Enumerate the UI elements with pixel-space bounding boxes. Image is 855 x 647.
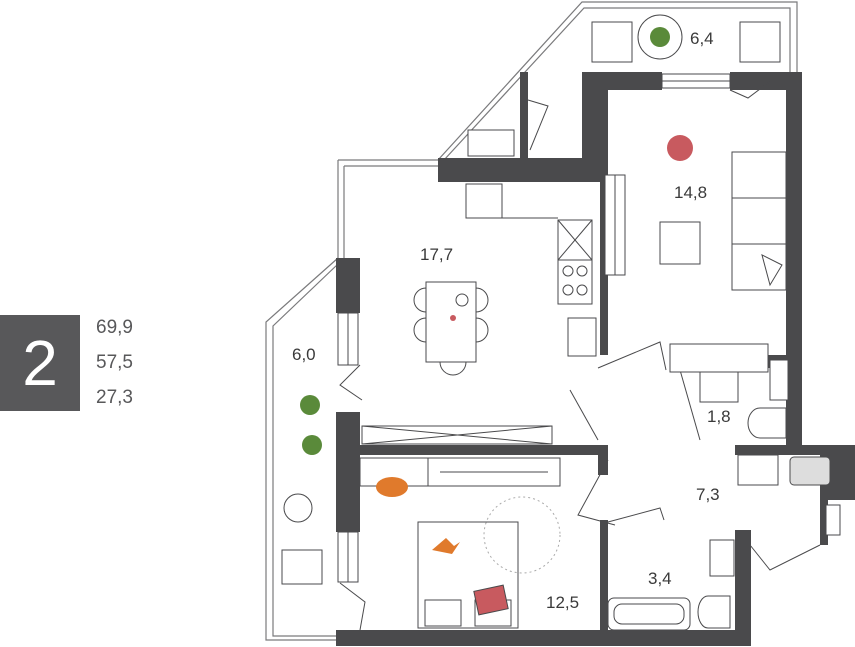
room-area-bathroom: 3,4 bbox=[648, 569, 672, 588]
total-area: 69,9 bbox=[96, 317, 133, 338]
loggia-outlines bbox=[265, 1, 798, 641]
windows bbox=[337, 73, 731, 583]
room-area-kitchen-living: 17,7 bbox=[420, 245, 453, 264]
armchair-icon bbox=[739, 21, 781, 63]
room-area-bathroom-small: 1,8 bbox=[707, 407, 731, 426]
kitchen-area: 27,3 bbox=[96, 387, 133, 408]
room-count-badge: 2 bbox=[0, 315, 80, 411]
armchair-icon bbox=[281, 549, 323, 585]
bathroom-fixtures bbox=[607, 454, 841, 631]
chair-icon bbox=[376, 477, 408, 497]
rug bbox=[483, 496, 561, 574]
lamp-icon bbox=[667, 135, 693, 161]
pillow-icon bbox=[761, 254, 783, 287]
plant-icon bbox=[300, 395, 320, 415]
table-icon bbox=[283, 493, 313, 523]
armchair-icon bbox=[591, 21, 633, 63]
doors bbox=[339, 79, 821, 631]
room-area-loggia-left: 6,0 bbox=[292, 345, 316, 364]
room-area-bedroom-bottom: 12,5 bbox=[546, 593, 579, 612]
cat-icon bbox=[432, 538, 460, 554]
room-area-bedroom-top: 14,8 bbox=[674, 183, 707, 202]
decor bbox=[281, 14, 781, 585]
walls bbox=[336, 72, 855, 646]
plant-icon bbox=[650, 27, 670, 47]
pillow-red-icon bbox=[473, 584, 509, 616]
bedroom-top-furniture bbox=[659, 151, 789, 439]
decor-dot bbox=[450, 315, 456, 321]
room-count: 2 bbox=[22, 327, 58, 399]
living-area: 57,5 bbox=[96, 352, 133, 373]
kitchen-furniture bbox=[361, 183, 597, 445]
room-area-hall: 7,3 bbox=[696, 485, 720, 504]
plant-icon bbox=[302, 435, 322, 455]
room-area-loggia-top: 6,4 bbox=[690, 29, 714, 48]
